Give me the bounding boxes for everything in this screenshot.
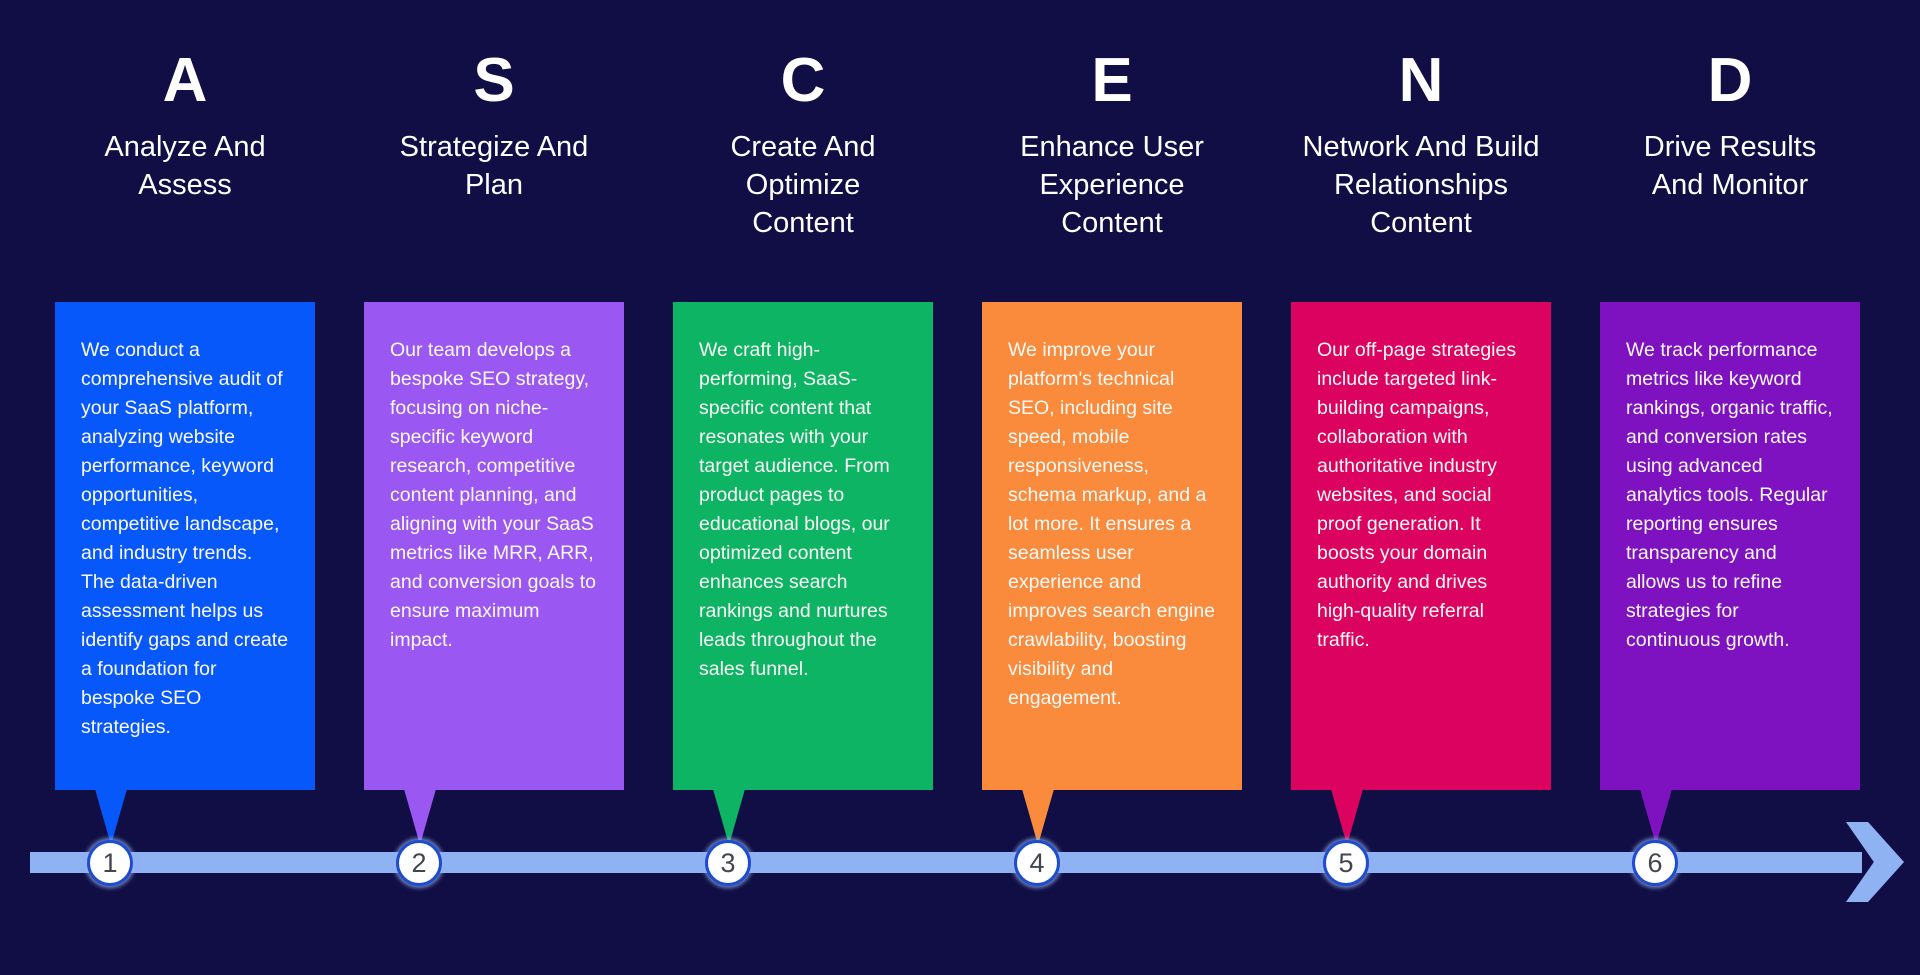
timeline-node-number: 2 bbox=[411, 847, 427, 878]
pointer-tail-icon bbox=[1331, 789, 1363, 845]
step-column-4: E Enhance User Experience Content We imp… bbox=[952, 0, 1272, 975]
step-title: Drive Results And Monitor bbox=[1643, 131, 1817, 201]
step-column-6: D Drive Results And Monitor We track per… bbox=[1570, 0, 1890, 975]
timeline-node-2: 2 bbox=[396, 840, 442, 886]
timeline-bar bbox=[30, 852, 1862, 873]
step-column-5: N Network And Build Relationships Conten… bbox=[1261, 0, 1581, 975]
step-description: Our off-page strategies include targeted… bbox=[1317, 339, 1517, 651]
step-letter: N bbox=[1398, 46, 1444, 115]
step-title: Enhance User Experience Content bbox=[1020, 131, 1204, 239]
step-column-2: S Strategize And Plan Our team develops … bbox=[334, 0, 654, 975]
step-title: Create And Optimize Content bbox=[730, 131, 876, 239]
timeline-node-1: 1 bbox=[87, 840, 133, 886]
step-title: Analyze And Assess bbox=[104, 131, 266, 201]
step-card: Our off-page strategies include targeted… bbox=[1291, 302, 1551, 845]
step-column-3: C Create And Optimize Content We craft h… bbox=[643, 0, 963, 975]
pointer-tail-icon bbox=[1022, 789, 1054, 845]
step-letter: S bbox=[473, 46, 515, 115]
timeline-node-number: 1 bbox=[102, 847, 118, 878]
step-description: We track performance metrics like keywor… bbox=[1626, 339, 1833, 651]
step-description: We craft high-performing, SaaS-specific … bbox=[699, 339, 890, 680]
step-title: Strategize And Plan bbox=[399, 131, 589, 201]
step-card: We track performance metrics like keywor… bbox=[1600, 302, 1860, 845]
timeline-node-3: 3 bbox=[705, 840, 751, 886]
step-description: Our team develops a bespoke SEO strategy… bbox=[390, 339, 596, 651]
step-card: Our team develops a bespoke SEO strategy… bbox=[364, 302, 624, 845]
step-letter: E bbox=[1091, 46, 1133, 115]
timeline-node-6: 6 bbox=[1632, 840, 1678, 886]
timeline-node-number: 6 bbox=[1647, 847, 1663, 878]
timeline-node-number: 4 bbox=[1029, 847, 1045, 878]
pointer-tail-icon bbox=[404, 789, 436, 845]
timeline-node-number: 3 bbox=[720, 847, 736, 878]
step-letter: C bbox=[780, 46, 826, 115]
step-letter: D bbox=[1707, 46, 1753, 115]
step-column-1: A Analyze And Assess We conduct a compre… bbox=[25, 0, 345, 975]
pointer-tail-icon bbox=[95, 789, 127, 845]
pointer-tail-icon bbox=[713, 789, 745, 845]
step-description: We improve your platform's technical SEO… bbox=[1008, 339, 1216, 709]
pointer-tail-icon bbox=[1640, 789, 1672, 845]
step-title: Network And Build Relationships Content bbox=[1302, 131, 1540, 239]
step-card: We conduct a comprehensive audit of your… bbox=[55, 302, 315, 845]
step-description: We conduct a comprehensive audit of your… bbox=[81, 339, 289, 738]
step-letter: A bbox=[162, 46, 208, 115]
step-card: We improve your platform's technical SEO… bbox=[982, 302, 1242, 845]
step-card: We craft high-performing, SaaS-specific … bbox=[673, 302, 933, 845]
timeline-node-number: 5 bbox=[1338, 847, 1354, 878]
timeline-node-5: 5 bbox=[1323, 840, 1369, 886]
timeline-node-4: 4 bbox=[1014, 840, 1060, 886]
